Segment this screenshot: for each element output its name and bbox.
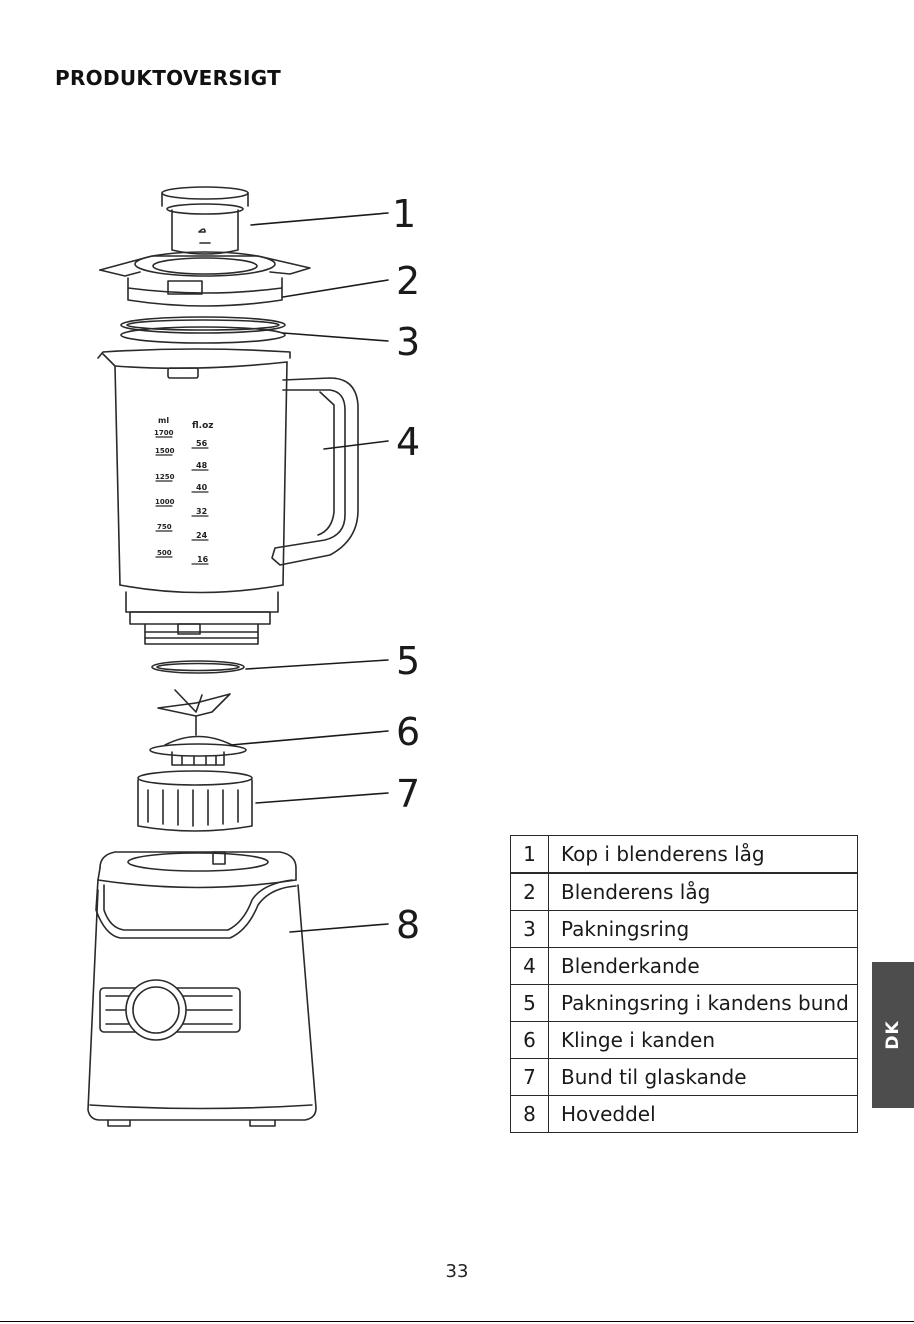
scale-ml-mark: 1000 (155, 498, 175, 506)
part-name: Pakningsring i kandens bund (549, 985, 858, 1022)
part-number: 6 (511, 1022, 549, 1059)
blade-assembly-part (150, 690, 246, 765)
lid-cup-part (162, 187, 248, 254)
bottom-rule (0, 1321, 914, 1322)
jar-base-part (138, 771, 252, 831)
scale-floz-mark: 40 (196, 483, 208, 492)
part-name: Klinge i kanden (549, 1022, 858, 1059)
scale-ml-mark: 1250 (155, 473, 175, 481)
callout-number: 6 (396, 710, 420, 754)
callout-number: 1 (392, 192, 416, 236)
table-row: 7 Bund til glaskande (511, 1059, 858, 1096)
scale-ml-mark: 1700 (154, 429, 174, 437)
part-number: 1 (511, 836, 549, 874)
callout-number: 4 (396, 420, 420, 464)
table-row: 5 Pakningsring i kandens bund (511, 985, 858, 1022)
part-name: Bund til glaskande (549, 1059, 858, 1096)
part-number: 4 (511, 948, 549, 985)
scale-floz-mark: 32 (196, 507, 207, 516)
motor-base-part (88, 852, 316, 1126)
table-row: 3 Pakningsring (511, 911, 858, 948)
part-name: Pakningsring (549, 911, 858, 948)
scale-floz-mark: 24 (196, 531, 208, 540)
callout-number: 7 (396, 772, 420, 816)
scale-floz-unit: fl.oz (192, 421, 214, 431)
part-number: 2 (511, 873, 549, 911)
scale-floz-mark: 48 (196, 461, 208, 470)
scale-ml-unit: ml (158, 416, 169, 425)
sealing-ring-part (121, 317, 285, 343)
part-name: Blenderkande (549, 948, 858, 985)
part-name: Blenderens låg (549, 873, 858, 911)
scale-ml-mark: 750 (157, 523, 172, 531)
bottom-gasket-part (152, 661, 244, 673)
parts-table: 1 Kop i blenderens låg 2 Blenderens låg … (510, 835, 858, 1133)
part-number: 3 (511, 911, 549, 948)
callout-number: 2 (396, 259, 420, 303)
language-tab: DK (872, 962, 914, 1108)
part-name: Hoveddel (549, 1096, 858, 1133)
part-number: 7 (511, 1059, 549, 1096)
callout-number: 3 (396, 320, 420, 364)
table-row: 1 Kop i blenderens låg (511, 836, 858, 874)
scale-floz-mark: 16 (197, 555, 209, 564)
callout-number: 5 (396, 639, 420, 683)
scale-ml-mark: 1500 (155, 447, 175, 455)
table-row: 6 Klinge i kanden (511, 1022, 858, 1059)
page-number: 33 (0, 1261, 914, 1282)
part-name: Kop i blenderens låg (549, 836, 858, 874)
table-row: 2 Blenderens låg (511, 873, 858, 911)
part-number: 5 (511, 985, 549, 1022)
blender-lid-part (100, 252, 310, 306)
part-number: 8 (511, 1096, 549, 1133)
language-tab-label: DK (883, 1020, 903, 1049)
table-row: 4 Blenderkande (511, 948, 858, 985)
scale-ml-mark: 500 (157, 549, 172, 557)
scale-floz-mark: 56 (196, 439, 208, 448)
callout-number: 8 (396, 903, 420, 947)
table-row: 8 Hoveddel (511, 1096, 858, 1133)
blender-jar-part (98, 349, 358, 644)
